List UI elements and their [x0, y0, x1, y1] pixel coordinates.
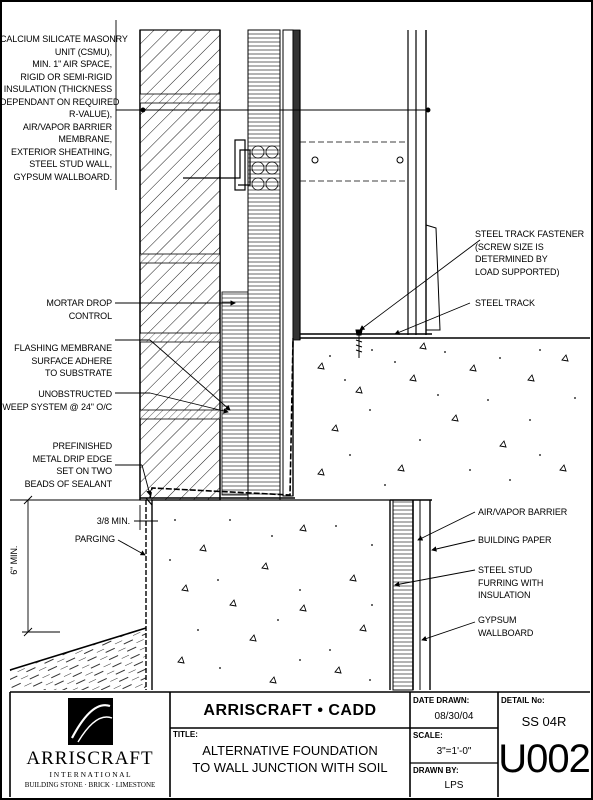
- label-line: METAL DRIP EDGE: [32, 453, 112, 464]
- label-line: RIGID OR SEMI-RIGID: [20, 71, 112, 82]
- label-weep: UNOBSTRUCTED WEEP SYSTEM @ 24" O/C: [0, 388, 112, 413]
- soil-grade: [9, 627, 147, 690]
- label-line: WALLBOARD: [478, 627, 534, 638]
- label-line: STEEL TRACK: [475, 298, 535, 308]
- detail-label: DETAIL No:: [501, 696, 545, 705]
- logo-subtitle: I N T E R N A T I O N A L: [49, 770, 131, 779]
- date-value: 08/30/04: [434, 711, 474, 722]
- label-six-inch-min: 6" MIN.: [8, 545, 19, 575]
- label-line: GYPSUM WALLBOARD.: [13, 171, 113, 182]
- label-flashing: FLASHING MEMBRANE SURFACE ADHERE TO SUBS…: [0, 342, 112, 380]
- label-line: UNOBSTRUCTED: [38, 389, 112, 399]
- label-steel-stud-furring: STEEL STUD FURRING WITH INSULATION: [478, 564, 543, 602]
- label-parging: PARGING: [40, 533, 115, 546]
- label-line: CONTROL: [68, 310, 112, 321]
- label-three-eighths-min: 3/8 MIN.: [60, 515, 130, 528]
- dimension-three-eighths: [134, 505, 158, 530]
- date-label: DATE DRAWN:: [413, 696, 470, 705]
- label-line: STEEL TRACK FASTENER: [475, 229, 585, 239]
- label-gypsum-wallboard: GYPSUM WALLBOARD: [478, 614, 533, 639]
- label-building-paper: BUILDING PAPER: [478, 534, 552, 547]
- label-line: DEPENDANT ON REQUIRED: [0, 96, 120, 107]
- label-line: GYPSUM: [478, 615, 517, 625]
- label-csmu: CALCIUM SILICATE MASONRY UNIT (CSMU), MI…: [0, 33, 128, 183]
- steel-stud-wall: [299, 30, 441, 340]
- scale-label: SCALE:: [413, 731, 443, 740]
- title-label: TITLE:: [173, 730, 198, 739]
- masonry-wall: [139, 29, 221, 501]
- interior-furring: [390, 499, 432, 691]
- label-line: R-VALUE),: [69, 109, 112, 119]
- drawn-by-label: DRAWN BY:: [413, 766, 459, 775]
- label-line: AIR/VAPOR BARRIER: [478, 507, 568, 517]
- label-line: FURRING WITH: [478, 577, 544, 588]
- scale-value: 3"=1'-0": [436, 746, 472, 757]
- label-line: PARGING: [74, 534, 115, 544]
- foundation-wall: [145, 499, 391, 690]
- company-banner: ARRISCRAFT • CADD: [203, 702, 377, 719]
- label-line: PREFINISHED: [52, 441, 113, 451]
- detail-number: U002: [498, 737, 591, 781]
- label-air-vapor-barrier: AIR/VAPOR BARRIER: [478, 506, 567, 519]
- label-line: MEMBRANE,: [58, 134, 112, 144]
- label-line: STEEL STUD WALL,: [29, 159, 112, 169]
- arriscraft-logo: [68, 698, 113, 745]
- track-fastener: [355, 329, 363, 358]
- label-drip-edge: PREFINISHED METAL DRIP EDGE SET ON TWO B…: [0, 440, 113, 490]
- label-line: TO SUBSTRATE: [45, 368, 112, 378]
- label-line: BUILDING PAPER: [478, 535, 552, 545]
- title-block: [9, 691, 590, 797]
- label-line: MORTAR DROP: [46, 298, 112, 308]
- label-mortar-drop: MORTAR DROP CONTROL: [0, 297, 112, 322]
- label-line: UNIT (CSMU),: [54, 46, 112, 57]
- dimension-six-inch: [10, 495, 146, 637]
- label-line: EXTERIOR SHEATHING,: [11, 146, 112, 157]
- drawn-by-value: LPS: [444, 780, 464, 791]
- logo-tagline: BUILDING STONE · BRICK · LIMESTONE: [24, 781, 156, 789]
- label-line: FLASHING MEMBRANE: [14, 343, 112, 353]
- label-line: WEEP SYSTEM @ 24" O/C: [2, 401, 112, 412]
- leader-lines: [115, 20, 481, 642]
- label-line: MIN. 1" AIR SPACE,: [32, 59, 112, 69]
- label-steel-track: STEEL TRACK: [475, 297, 535, 310]
- title-line: ALTERNATIVE FOUNDATION: [202, 743, 378, 758]
- detail-code: SS 04R: [521, 714, 567, 729]
- label-line: 3/8 MIN.: [96, 516, 130, 526]
- label-line: CALCIUM SILICATE MASONRY: [0, 34, 128, 44]
- label-line: AIR/VAPOR BARRIER: [22, 121, 112, 132]
- drawing-title: ALTERNATIVE FOUNDATION TO WALL JUNCTION …: [170, 742, 410, 776]
- title-line: TO WALL JUNCTION WITH SOIL: [192, 760, 388, 775]
- label-track-fastener: STEEL TRACK FASTENER (SCREW SIZE IS DETE…: [475, 228, 584, 278]
- label-line: BEADS OF SEALANT: [24, 478, 113, 489]
- label-line: INSULATION (THICKNESS: [3, 84, 112, 94]
- label-line: SET ON TWO: [56, 466, 112, 476]
- cavity-layers: [221, 29, 301, 501]
- label-line: DETERMINED BY: [475, 254, 548, 264]
- insulation-symbol: [251, 145, 279, 191]
- label-line: LOAD SUPPORTED): [475, 266, 560, 277]
- label-line: INSULATION: [478, 590, 531, 600]
- label-line: (SCREW SIZE IS: [475, 241, 544, 252]
- label-line: SURFACE ADHERE: [31, 355, 112, 366]
- floor-slab: [292, 337, 590, 496]
- logo-name: ARRISCRAFT: [26, 748, 154, 769]
- label-line: STEEL STUD: [478, 565, 533, 575]
